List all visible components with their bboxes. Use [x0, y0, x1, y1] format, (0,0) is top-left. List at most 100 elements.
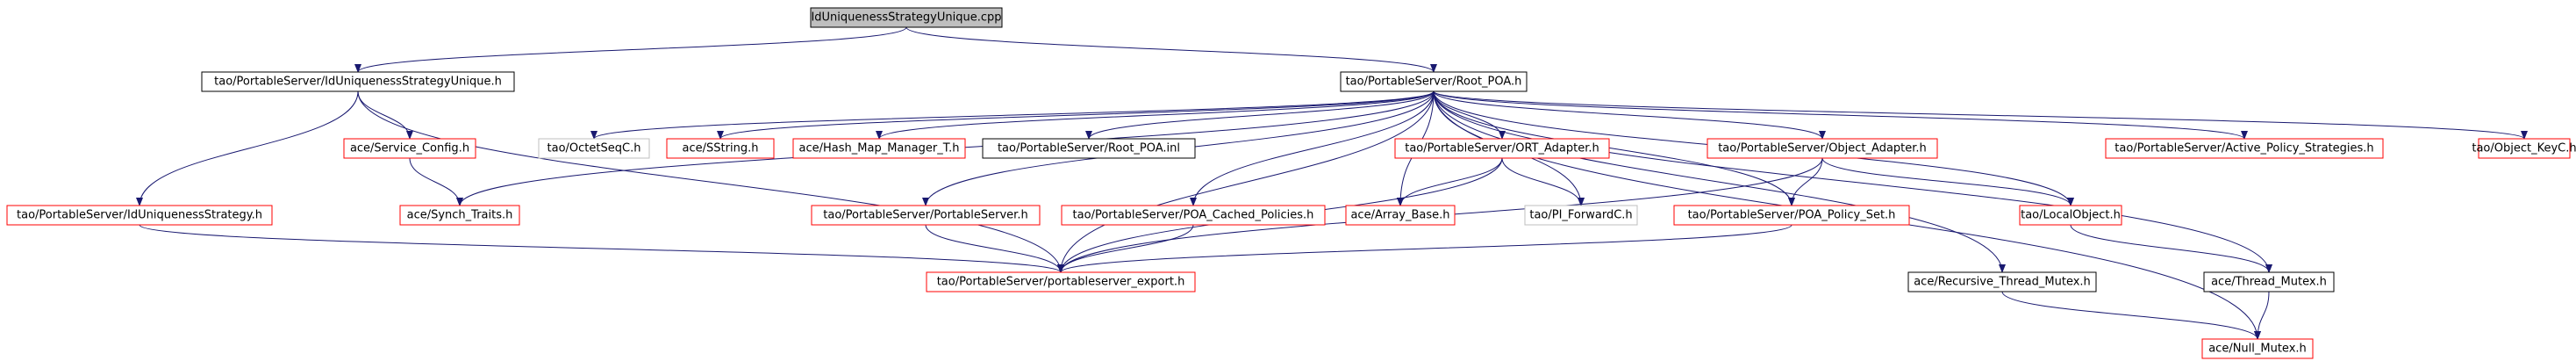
edge-n2-to-n18 [1433, 90, 1795, 206]
node-ace-synch-traits-h[interactable]: ace/Synch_Traits.h [399, 205, 520, 226]
dependency-edge [876, 90, 1435, 140]
node-ace-service-config-h[interactable]: ace/Service_Config.h [343, 138, 476, 159]
node-tao-pi-forwardc-h: tao/PI_ForwardC.h [1524, 205, 1638, 226]
edge-n19-to-n22 [2070, 224, 2272, 273]
edge-n10-to-n16 [1397, 157, 1503, 206]
node-ace-sstring-h[interactable]: ace/SString.h [666, 138, 775, 159]
dependency-edge [136, 90, 359, 206]
dependency-edge [717, 90, 1435, 140]
edge-n10-to-n17 [1501, 157, 1585, 206]
dependency-edge [1788, 157, 1823, 206]
dependency-edge [357, 90, 1064, 273]
edge-n2-to-n22 [1433, 90, 2272, 273]
dependency-edge [357, 90, 413, 140]
edge-n22-to-n23 [2254, 291, 2270, 340]
node-label: tao/PortableServer/IdUniquenessStrategyU… [214, 76, 502, 89]
node-label: ace/Recursive_Thread_Mutex.h [1914, 276, 2091, 289]
node-tao-portableserver-root-poa-inl[interactable]: tao/PortableServer/Root_POA.inl [982, 138, 1196, 159]
node-box [811, 205, 1041, 226]
edge-n15-to-n20 [1057, 224, 1194, 273]
dependency-edge [1821, 157, 2074, 206]
edge-n4-to-n20 [139, 224, 1064, 273]
node-tao-portableserver-portableserver-export-h[interactable]: tao/PortableServer/portableserver_export… [926, 271, 1196, 292]
node-box [2019, 205, 2122, 226]
dependency-edge [590, 90, 1435, 140]
node-label: tao/PortableServer/POA_Policy_Set.h [1688, 209, 1896, 222]
node-box [1907, 271, 2097, 292]
node-box [343, 138, 476, 159]
dependency-edge [409, 157, 463, 206]
node-box [792, 138, 966, 159]
edge-n0-to-n1 [354, 26, 907, 73]
dependency-edge [1397, 157, 1503, 206]
dependency-edge [1501, 157, 1585, 206]
dependency-edge [2254, 291, 2270, 340]
node-tao-portableserver-ort-adapter-h[interactable]: tao/PortableServer/ORT_Adapter.h [1394, 138, 1610, 159]
node-tao-portableserver-portableserver-h[interactable]: tao/PortableServer/PortableServer.h [811, 205, 1041, 226]
node-ace-hash-map-manager-t-h[interactable]: ace/Hash_Map_Manager_T.h [792, 138, 966, 159]
dependency-edge [1433, 90, 2248, 140]
node-label: ace/Thread_Mutex.h [2211, 276, 2327, 289]
node-label: tao/PortableServer/POA_Cached_Policies.h [1073, 209, 1314, 222]
edge-n21-to-n23 [2001, 291, 2261, 340]
node-ace-null-mutex-h[interactable]: ace/Null_Mutex.h [2201, 338, 2314, 359]
node-label: tao/PortableServer/portableserver_export… [937, 276, 1185, 289]
edge-n2-to-n13 [1433, 90, 2528, 140]
node-box [2105, 138, 2384, 159]
node-tao-portableserver-iduniquenessstrategyunique-h[interactable]: tao/PortableServer/IdUniquenessStrategyU… [201, 71, 515, 92]
node-iduniquenessstrategyunique-cpp[interactable]: IdUniquenessStrategyUnique.cpp [810, 7, 1003, 28]
node-tao-object-keyc-h[interactable]: tao/Object_KeyC.h [2472, 138, 2576, 159]
node-ace-thread-mutex-h[interactable]: ace/Thread_Mutex.h [2203, 271, 2335, 292]
node-ace-recursive-thread-mutex-h[interactable]: ace/Recursive_Thread_Mutex.h [1907, 271, 2097, 292]
node-label: IdUniquenessStrategyUnique.cpp [811, 11, 1001, 25]
edge-n1-to-n4 [136, 90, 359, 206]
node-tao-portableserver-iduniquenessstrategy-h[interactable]: tao/PortableServer/IdUniquenessStrategy.… [6, 205, 273, 226]
node-box [2201, 338, 2314, 359]
node-tao-localobject-h[interactable]: tao/LocalObject.h [2019, 205, 2122, 226]
node-label: tao/PortableServer/PortableServer.h [823, 209, 1027, 222]
node-tao-portableserver-root-poa-h[interactable]: tao/PortableServer/Root_POA.h [1340, 71, 1528, 92]
node-ace-array-base-h[interactable]: ace/Array_Base.h [1345, 205, 1456, 226]
edge-n2-to-n9 [1085, 90, 1435, 140]
edge-n18-to-n20 [1057, 224, 1792, 273]
node-label: tao/PortableServer/Root_POA.inl [998, 142, 1180, 155]
dependency-edge [1057, 224, 1792, 273]
node-box [538, 138, 650, 159]
edge-n1-to-n20 [357, 90, 1064, 273]
dependency-edge [1433, 90, 2272, 273]
node-label: ace/Hash_Map_Manager_T.h [799, 142, 960, 155]
node-box [666, 138, 775, 159]
node-label: ace/SString.h [683, 142, 759, 155]
node-label: tao/PI_ForwardC.h [1529, 209, 1632, 222]
node-box [2203, 271, 2335, 292]
edge-n11-to-n18 [1788, 157, 1823, 206]
edge-n2-to-n10 [1433, 90, 1506, 140]
edge-n11-to-n19 [1821, 157, 2074, 206]
edge-n3-to-n5 [409, 157, 463, 206]
node-box [1061, 205, 1326, 226]
node-tao-portableserver-poa-cached-policies-h[interactable]: tao/PortableServer/POA_Cached_Policies.h [1061, 205, 1326, 226]
node-label: tao/Object_KeyC.h [2472, 142, 2576, 155]
edge-n2-to-n7 [717, 90, 1435, 140]
node-tao-octetseqc-h: tao/OctetSeqC.h [538, 138, 650, 159]
dependency-edge [354, 26, 907, 73]
node-box [1394, 138, 1610, 159]
edge-n2-to-n6 [590, 90, 1435, 140]
node-tao-portableserver-active-policy-strategies-h[interactable]: tao/PortableServer/Active_Policy_Strateg… [2105, 138, 2384, 159]
node-box [6, 205, 273, 226]
node-tao-portableserver-poa-policy-set-h[interactable]: tao/PortableServer/POA_Policy_Set.h [1673, 205, 1910, 226]
node-label: tao/PortableServer/Root_POA.h [1346, 76, 1522, 89]
node-box [201, 71, 515, 92]
dependency-edge [139, 224, 1064, 273]
edges-layer [136, 26, 2528, 340]
edge-n2-to-n12 [1433, 90, 2248, 140]
node-tao-portableserver-object-adapter-h[interactable]: tao/PortableServer/Object_Adapter.h [1707, 138, 1938, 159]
dependency-edge [1433, 90, 2528, 140]
dependency-edge [2001, 291, 2261, 340]
node-box [1340, 71, 1528, 92]
node-label: tao/OctetSeqC.h [547, 142, 641, 155]
edge-n2-to-n15 [1190, 90, 1435, 206]
edge-n0-to-n2 [905, 26, 1437, 73]
dependency-edge [1433, 90, 2006, 273]
node-label: ace/Service_Config.h [350, 142, 469, 155]
